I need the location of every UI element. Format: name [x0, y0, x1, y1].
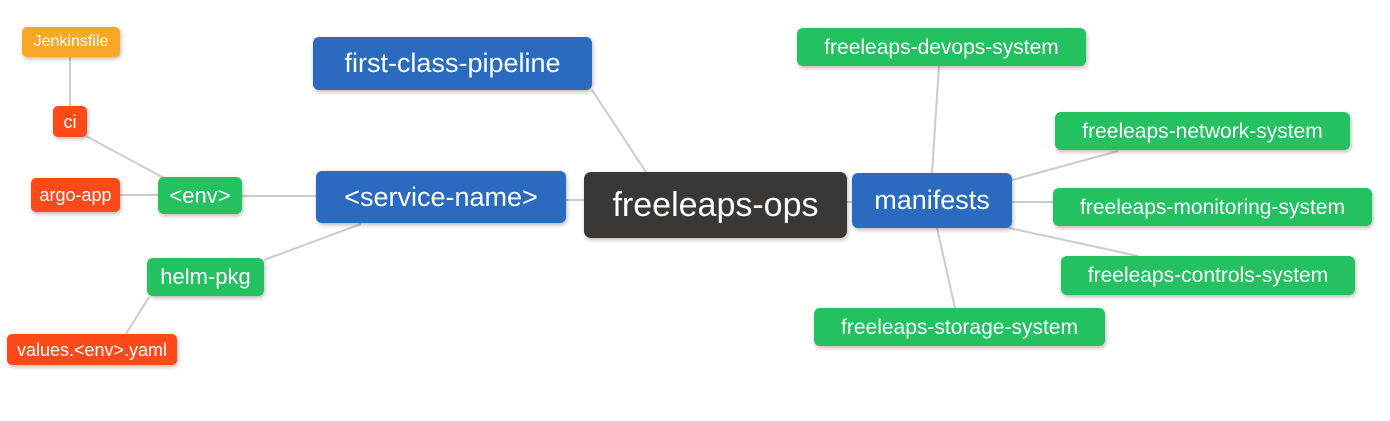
edge-values-yaml-helm-pkg	[125, 296, 150, 335]
node-freeleaps-devops-system[interactable]: freeleaps-devops-system	[797, 28, 1086, 66]
edge-ci-env	[83, 134, 165, 179]
node-jenkinsfile[interactable]: Jenkinsfile	[22, 27, 120, 57]
edge-helm-pkg-service-name	[263, 223, 362, 261]
edge-devops-manifests	[931, 65, 940, 174]
edge-manifests-storage	[936, 227, 956, 309]
node-env[interactable]: <env>	[158, 177, 242, 214]
edge-manifests-controls	[1008, 227, 1139, 257]
edge-manifests-network	[1011, 150, 1119, 181]
node-freeleaps-monitoring-system[interactable]: freeleaps-monitoring-system	[1053, 188, 1372, 226]
node-argo-app[interactable]: argo-app	[31, 178, 120, 212]
edge-pipeline-ops	[591, 89, 647, 173]
node-first-class-pipeline[interactable]: first-class-pipeline	[313, 37, 592, 90]
node-service-name[interactable]: <service-name>	[316, 171, 566, 223]
node-manifests[interactable]: manifests	[852, 173, 1012, 228]
node-freeleaps-storage-system[interactable]: freeleaps-storage-system	[814, 308, 1105, 346]
node-values-env-yaml[interactable]: values.<env>.yaml	[7, 334, 177, 365]
node-freeleaps-network-system[interactable]: freeleaps-network-system	[1055, 112, 1350, 150]
node-ci[interactable]: ci	[53, 106, 87, 137]
node-freeleaps-controls-system[interactable]: freeleaps-controls-system	[1061, 256, 1355, 295]
node-freeleaps-ops[interactable]: freeleaps-ops	[584, 172, 847, 238]
node-helm-pkg[interactable]: helm-pkg	[147, 258, 264, 296]
